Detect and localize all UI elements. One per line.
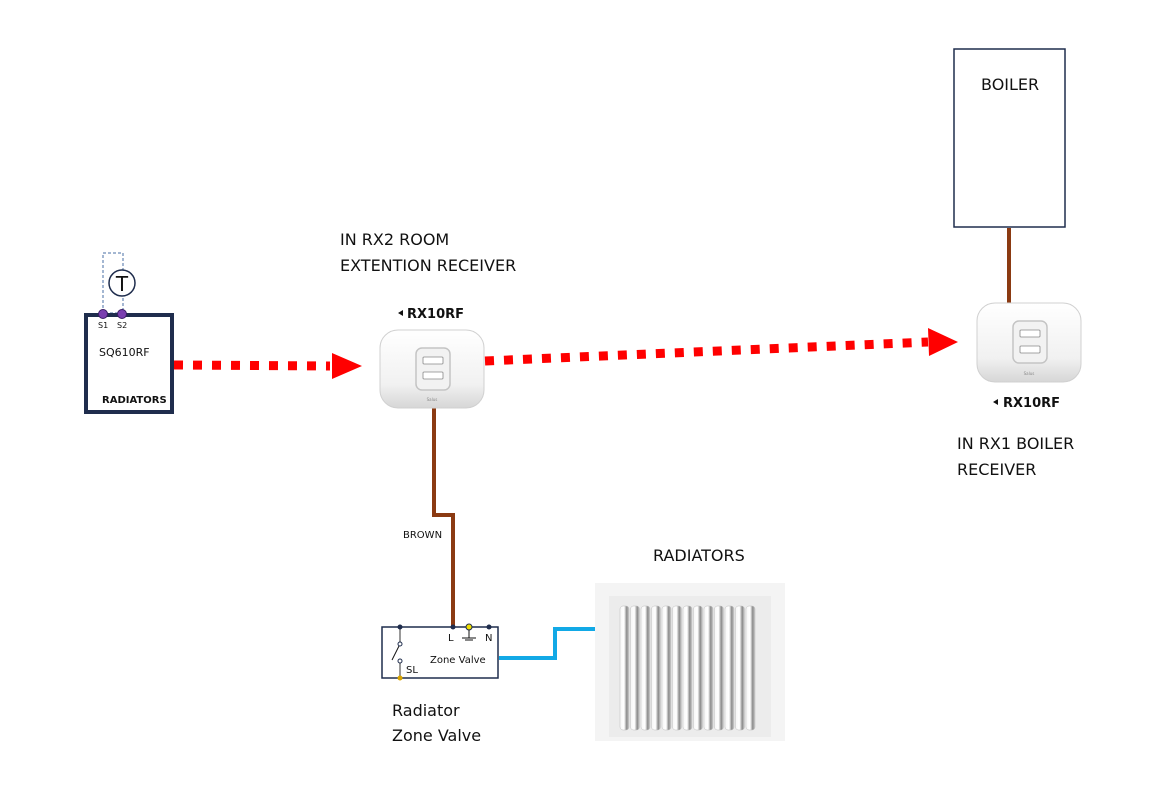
sensor-symbol: T	[115, 272, 129, 296]
rx1-model-label: RX10RF	[1003, 396, 1060, 411]
radiator-fin	[630, 605, 640, 731]
caret-left-icon	[993, 399, 998, 405]
terminal-node	[397, 624, 403, 630]
terminal-node	[397, 641, 403, 647]
radiator-fin	[714, 605, 724, 731]
boiler-label: BOILER	[981, 75, 1039, 94]
rx2-caption-line1: IN RX2 ROOM	[340, 230, 449, 249]
rx1-caption-line2: RECEIVER	[957, 460, 1036, 479]
rf-signal-rx2-to-rx1	[484, 328, 958, 366]
terminal-s2	[117, 309, 127, 319]
temperature-sensor-icon	[108, 269, 136, 297]
rf-signal-thermostat-to-rx2	[173, 353, 362, 379]
terminal-s2-label: S2	[117, 321, 127, 330]
rf-dotted-line	[173, 360, 331, 371]
radiator-fin	[661, 605, 672, 731]
arrow-head-icon	[332, 353, 362, 379]
rx1-brand: Salus	[1024, 371, 1035, 376]
switch-contact-icon	[391, 643, 401, 661]
rx1-caption-line1: IN RX1 BOILER	[957, 434, 1074, 453]
rx2-brand: Salus	[427, 397, 438, 402]
zone-valve-box	[381, 626, 499, 679]
rx2-button-panel	[415, 347, 451, 391]
radiator-fin	[619, 605, 630, 731]
rf-dotted-line	[484, 337, 929, 366]
terminal-earth-node	[465, 623, 473, 631]
rx1-button-1	[1019, 329, 1041, 338]
radiator-fin	[672, 605, 682, 731]
boiler-box	[953, 48, 1066, 228]
thermostat-sq610rf: T S1 S2 SQ610RF RADIATORS	[84, 252, 174, 414]
terminal-n-node	[486, 624, 492, 630]
rx2-button-2	[422, 371, 444, 380]
caret-left-icon	[398, 310, 403, 316]
arrow-head-icon	[928, 328, 958, 356]
terminal-l-node	[450, 624, 456, 630]
thermostat-box	[84, 313, 174, 414]
rx1-button-2	[1019, 345, 1041, 354]
radiator-fin	[693, 605, 703, 731]
rx2-caption-line2: EXTENTION RECEIVER	[340, 256, 516, 275]
boiler: BOILER	[953, 48, 1066, 228]
radiator-fin	[735, 605, 745, 731]
rx2-button-1	[422, 356, 444, 365]
brown-wire-rx2-to-valve	[432, 408, 455, 627]
terminal-node	[397, 658, 403, 664]
radiator-fins	[619, 605, 756, 731]
rx2-model-label: RX10RF	[407, 307, 464, 322]
terminal-l-label: L	[448, 633, 454, 644]
zone-valve-label: Zone Valve	[430, 655, 486, 666]
thermostat-zone: RADIATORS	[102, 395, 167, 406]
terminal-s1	[98, 309, 108, 319]
pipe-valve-to-radiator	[499, 627, 613, 660]
earth-icon	[462, 630, 476, 641]
rx1-receiver: Salus RX10RF	[976, 302, 1082, 411]
thermostat-model: SQ610RF	[99, 346, 150, 359]
radiator-fin	[640, 605, 651, 731]
radiator-fin	[703, 605, 714, 731]
terminal-node	[397, 675, 403, 681]
radiator-image	[595, 583, 785, 741]
radiator-fin	[682, 605, 693, 731]
radiator-fin	[651, 605, 661, 731]
terminal-sl-label: SL	[406, 665, 418, 676]
rx2-receiver: RX10RF Salus	[379, 307, 485, 409]
wire-label: BROWN	[403, 530, 442, 541]
radiators-label: RADIATORS	[653, 546, 745, 565]
radiator-fin	[745, 605, 756, 731]
valve-caption-line2: Zone Valve	[392, 726, 481, 745]
valve-caption-line1: Radiator	[392, 701, 460, 720]
terminal-s1-label: S1	[98, 321, 108, 330]
radiator-fin	[724, 605, 735, 731]
rx1-button-panel	[1012, 320, 1048, 364]
zone-valve: L N SL Zone Valve	[381, 623, 499, 681]
terminal-n-label: N	[485, 633, 492, 644]
